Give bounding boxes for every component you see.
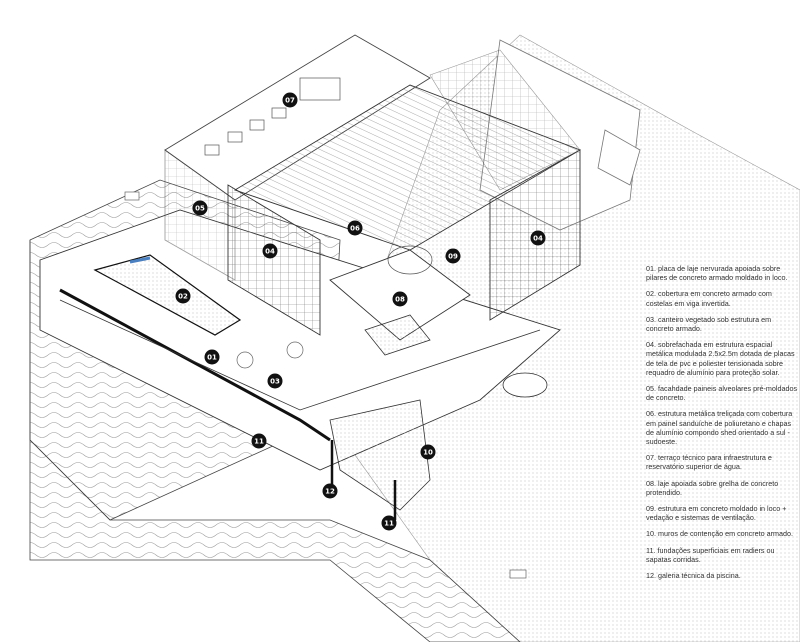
foundations (330, 440, 397, 520)
facade-grid-04 (227, 49, 581, 336)
marker-07: 07 (282, 92, 298, 108)
cars (124, 191, 527, 579)
marker-01: 01 (204, 349, 220, 365)
marker-04-left: 04 (262, 243, 278, 259)
legend-item: 03. canteiro vegetado sob estrutura em c… (646, 314, 772, 334)
legend-item: 04. sobrefachada em estrutura espacial m… (646, 340, 795, 377)
legend-item: 06. estrutura metálica treliçada com cob… (646, 409, 793, 447)
legend-item: 10. muros de contenção em concreto armad… (646, 529, 794, 539)
marker-05: 05 (192, 200, 208, 216)
legend: 01. placa de laje nervurada apoiada sobr… (646, 264, 800, 587)
legend-item: 09. estrutura em concreto moldado in loc… (646, 504, 787, 523)
marker-09: 09 (445, 248, 461, 264)
marker-11-left: 11 (251, 433, 267, 449)
roof-02 (93, 254, 242, 336)
marker-03: 03 (267, 373, 283, 389)
building-block-05 (164, 34, 431, 281)
tree-03 (236, 341, 304, 369)
marker-02: 02 (175, 288, 191, 304)
legend-item: 01. placa de laje nervurada apoiada sobr… (646, 264, 788, 283)
legend-item: 07. terraço técnico para infraestrutura … (646, 453, 772, 472)
legend-item: 08. laje apoiada sobre grelha de concret… (646, 478, 779, 497)
legend-item: 11. fundações superficiais em radiers ou… (646, 545, 775, 564)
marker-12: 12 (322, 483, 338, 499)
marker-06: 06 (347, 220, 363, 236)
marker-04-right: 04 (530, 230, 546, 246)
legend-item: 02. cobertura em concreto armado com cos… (646, 289, 772, 308)
marker-08: 08 (392, 291, 408, 307)
legend-item: 12. galeria técnica da piscina. (646, 571, 741, 581)
marker-11-right: 11 (381, 515, 397, 531)
legend-item: 05. facahdade paineis alveolares pré-mol… (646, 384, 798, 403)
marker-10: 10 (420, 444, 436, 460)
